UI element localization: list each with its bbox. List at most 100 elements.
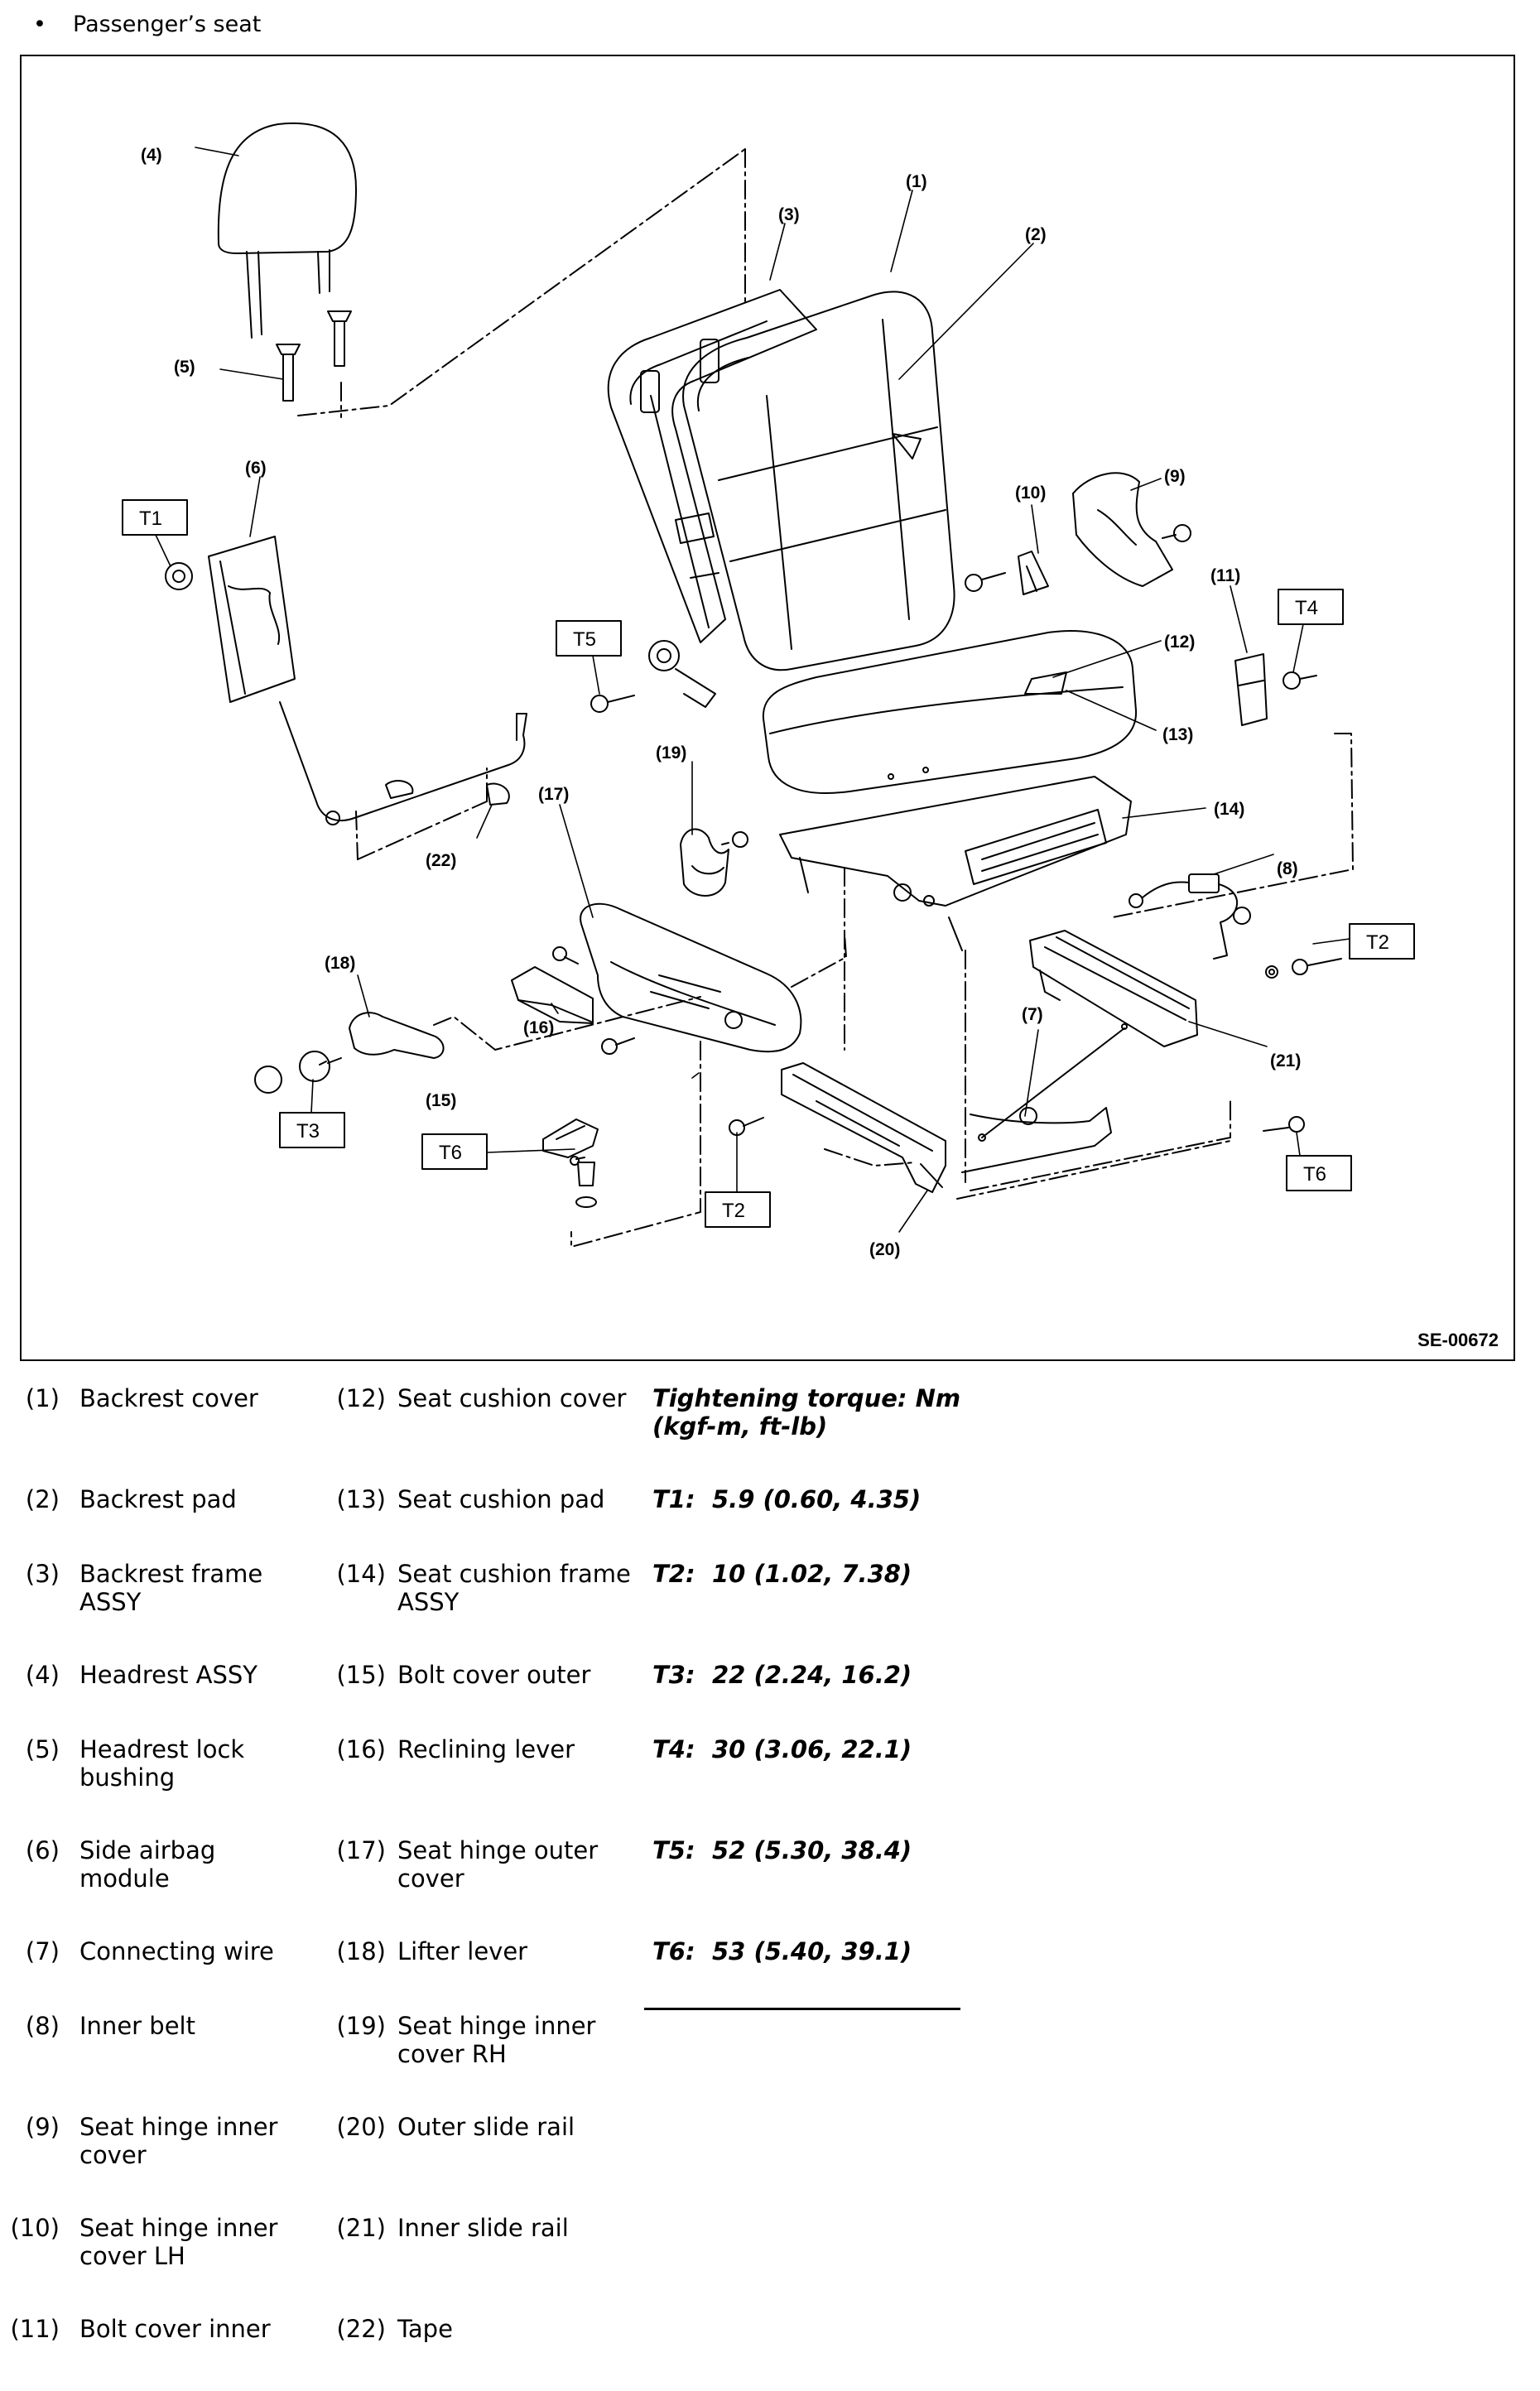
inner-belt-drawing (1129, 873, 1251, 960)
part-number: (11) (10, 2315, 60, 2343)
part-name: Outer slide rail (397, 2113, 575, 2141)
part-number: (20) (336, 2113, 386, 2141)
callout-3: (3) (778, 205, 800, 224)
tag-t4: T4 (1295, 597, 1318, 619)
torque-row-t4: T4: 30 (3.06, 22.1) (652, 1735, 912, 1763)
side-airbag-module-drawing (165, 536, 527, 825)
callout-6: (6) (245, 459, 267, 478)
torque-key: T4: (652, 1735, 695, 1763)
washer-bolt-t6 (575, 1162, 597, 1208)
torque-value: 5.9 (0.60, 4.35) (712, 1485, 922, 1513)
tag-t3: T3 (296, 1120, 320, 1143)
part-name: Headrest lock bushing (79, 1735, 245, 1792)
callout-5: (5) (174, 358, 195, 377)
phantom-lines (297, 148, 746, 418)
part-name: Lifter lever (397, 1937, 528, 1965)
part-number: (5) (25, 1735, 60, 1763)
part-name: Reclining lever (397, 1735, 575, 1763)
seat-hinge-inner-cover-drawing (965, 472, 1191, 595)
part-number: (18) (336, 1937, 386, 1965)
fastener-t5 (590, 695, 635, 713)
callout-4: (4) (141, 146, 162, 165)
seat-hinge-outer-cover-drawing (552, 902, 802, 1055)
part-number: (15) (336, 1661, 386, 1689)
backrest-cover-drawing (682, 291, 955, 671)
part-name: Tape (397, 2315, 453, 2343)
torque-tags: T1 T2 T2 T3 T4 T5 T6 T6 (122, 499, 1415, 1228)
headrest-drawing (217, 122, 357, 339)
callout-17: (17) (538, 785, 569, 804)
lifter-lever-drawing (254, 1012, 445, 1094)
exploded-diagram-frame: (1) (2) (3) (4) (5) (6) (7) (8) (9) (10)… (20, 55, 1515, 1361)
connecting-wire-drawing (961, 1023, 1128, 1173)
part-number: (14) (336, 1560, 386, 1588)
callout-22: (22) (426, 851, 456, 870)
bolt-cover-inner-drawing (1234, 653, 1317, 726)
part-number: (7) (25, 1937, 60, 1965)
callout-13: (13) (1162, 725, 1193, 744)
torque-key: T1: (652, 1485, 695, 1513)
torque-row-t2: T2:10 (1.02, 7.38) (652, 1560, 912, 1588)
torque-row-t3: T3: 22 (2.24, 16.2) (652, 1661, 912, 1689)
part-name: Bolt cover outer (397, 1661, 591, 1689)
part-name: Backrest frame ASSY (79, 1560, 263, 1616)
torque-value: 53 (5.40, 39.1) (712, 1937, 912, 1965)
part-name: Headrest ASSY (79, 1661, 258, 1689)
part-number: (4) (25, 1661, 60, 1689)
part-number: (22) (336, 2315, 386, 2343)
torque-key: T5: (652, 1836, 695, 1864)
part-name: Bolt cover inner (79, 2315, 271, 2343)
diagram-code: SE-00672 (1417, 1330, 1499, 1350)
callout-14: (14) (1214, 800, 1244, 819)
part-name: Seat cushion cover (397, 1384, 627, 1412)
torque-row-t5: T5: 52 (5.30, 38.4) (652, 1836, 912, 1864)
callout-7: (7) (1022, 1005, 1043, 1024)
part-name: Seat hinge inner cover (79, 2113, 278, 2169)
tag-t2-right: T2 (1366, 931, 1389, 954)
part-name: Seat hinge inner cover LH (79, 2214, 278, 2270)
outer-slide-rail-drawing (729, 1062, 1305, 1193)
seat-cushion-frame-drawing (779, 776, 1132, 951)
part-name: Side airbag module (79, 1836, 216, 1893)
torque-row-t6: T6:53 (5.40, 39.1) (652, 1937, 912, 1965)
torque-value: 22 (2.24, 16.2) (712, 1661, 912, 1689)
callout-2: (2) (1025, 225, 1047, 244)
section-heading: • Passenger’s seat (33, 12, 261, 37)
seat-hinge-inner-cover-rh-drawing (680, 828, 748, 897)
part-name: Backrest cover (79, 1384, 258, 1412)
part-number: (2) (25, 1485, 60, 1513)
callout-1: (1) (906, 172, 927, 191)
callout-9: (9) (1164, 467, 1186, 486)
torque-value: 52 (5.30, 38.4) (712, 1836, 912, 1864)
phantom-lines (824, 867, 1231, 1200)
bullet-glyph: • (33, 12, 46, 37)
phantom-lines (355, 767, 488, 860)
part-name: Connecting wire (79, 1937, 274, 1965)
part-name: Seat hinge inner cover RH (397, 2012, 596, 2068)
tag-t6-left: T6 (439, 1142, 462, 1164)
part-number: (8) (25, 2012, 60, 2040)
callout-20: (20) (869, 1240, 900, 1259)
callout-8: (8) (1277, 859, 1298, 878)
torque-value: 10 (1.02, 7.38) (712, 1560, 912, 1588)
section-heading-text: Passenger’s seat (73, 12, 262, 37)
callout-11: (11) (1210, 566, 1240, 585)
bolt-cover-outer-drawing (542, 1119, 599, 1166)
callout-19: (19) (656, 743, 686, 763)
callout-21: (21) (1270, 1051, 1301, 1070)
callout-15: (15) (426, 1091, 456, 1110)
callout-10: (10) (1015, 483, 1046, 503)
part-name: Seat cushion frame ASSY (397, 1560, 631, 1616)
part-number: (1) (25, 1384, 60, 1412)
part-name: Inner belt (79, 2012, 195, 2040)
tag-t5: T5 (573, 628, 596, 651)
phantom-lines (433, 996, 701, 1051)
inner-slide-rail-drawing (1029, 930, 1342, 1047)
part-number: (17) (336, 1836, 386, 1864)
part-name: Seat cushion pad (397, 1485, 605, 1513)
torque-key: T3: (652, 1661, 695, 1689)
callout-18: (18) (325, 954, 355, 973)
part-number: (16) (336, 1735, 386, 1763)
torque-value: 30 (3.06, 22.1) (712, 1735, 912, 1763)
callout-labels: (1) (2) (3) (4) (5) (6) (7) (8) (9) (10)… (141, 146, 1301, 1259)
